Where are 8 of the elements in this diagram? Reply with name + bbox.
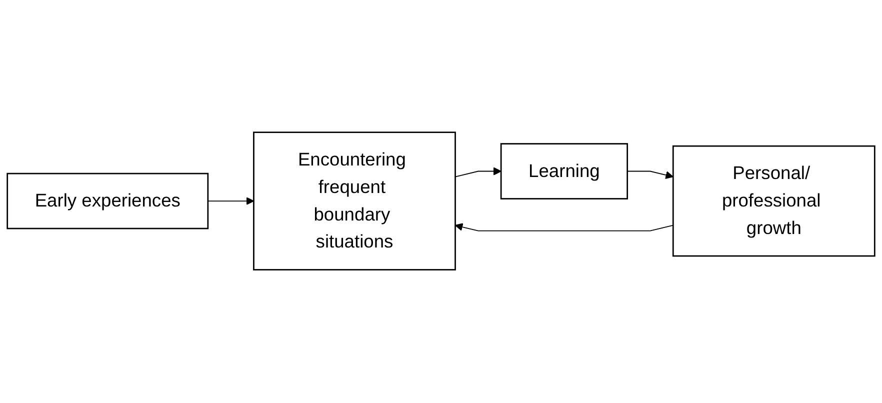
arrow [454, 224, 674, 232]
arrow [454, 168, 502, 178]
node-box: Personal/ professional growth [672, 146, 876, 258]
arrow [626, 171, 674, 180]
arrow [207, 197, 254, 206]
node-box: Learning [500, 144, 628, 200]
node-box: Early experiences [6, 173, 209, 230]
node-box: Encountering frequent boundary situations [253, 132, 456, 271]
